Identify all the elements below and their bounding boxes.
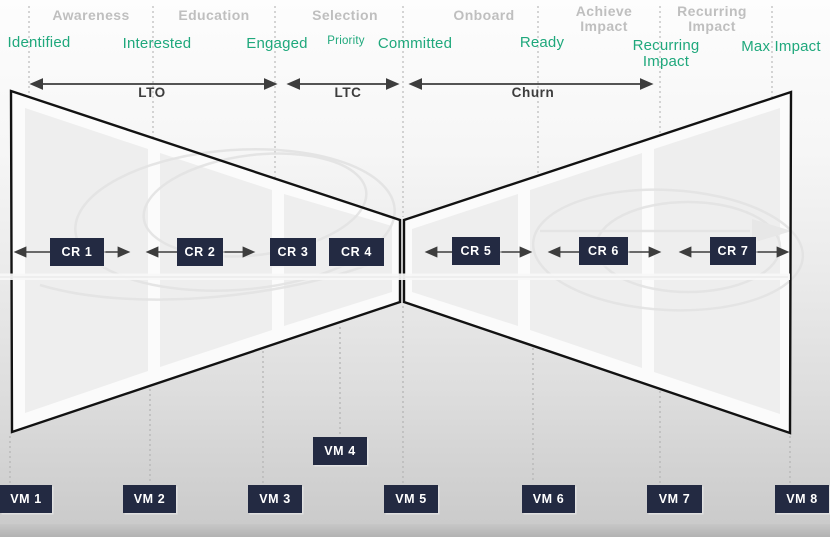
funnel-panes bbox=[25, 108, 780, 414]
cr-box-1: CR 1 bbox=[50, 238, 104, 266]
cr-box-3: CR 3 bbox=[270, 238, 316, 266]
milestone-interested: Interested bbox=[122, 35, 192, 52]
milestone-engaged: Engaged bbox=[246, 35, 308, 52]
stage-label-recurring-impact: Recurring Impact bbox=[677, 3, 747, 34]
bottom-edge-strip bbox=[0, 524, 830, 537]
span-label-ltc: LTC bbox=[334, 85, 362, 100]
milestone-identified: Identified bbox=[7, 34, 71, 51]
span-label-churn: Churn bbox=[511, 85, 555, 100]
vm-connector-dotted-lines bbox=[9, 306, 791, 483]
milestone-recurring-impact: Recurring Impact bbox=[632, 37, 700, 70]
vm-box-3: VM 3 bbox=[248, 485, 302, 513]
stage-label-education: Education bbox=[178, 7, 250, 23]
cr-box-4: CR 4 bbox=[329, 238, 384, 266]
cr-box-5: CR 5 bbox=[452, 237, 500, 265]
doodle-arrowhead bbox=[752, 219, 792, 243]
milestone-committed: Committed bbox=[377, 35, 453, 52]
milestone-priority: Priority bbox=[327, 35, 365, 47]
milestone-ready: Ready bbox=[519, 34, 565, 51]
vm-box-6: VM 6 bbox=[522, 485, 575, 513]
stage-label-awareness: Awareness bbox=[52, 7, 130, 23]
vm-box-1: VM 1 bbox=[0, 485, 52, 513]
stage-label-onboard: Onboard bbox=[453, 7, 515, 23]
stage-boundary-dotted-lines-top bbox=[28, 6, 773, 217]
cr-box-6: CR 6 bbox=[579, 237, 628, 265]
vm-box-8: VM 8 bbox=[775, 485, 829, 513]
vm-box-2: VM 2 bbox=[123, 485, 176, 513]
cr-box-2: CR 2 bbox=[177, 238, 223, 266]
cr-box-7: CR 7 bbox=[710, 237, 756, 265]
stage-label-achieve-impact: Achieve Impact bbox=[575, 3, 633, 34]
span-label-lto: LTO bbox=[138, 85, 166, 100]
vm-box-4: VM 4 bbox=[313, 437, 367, 465]
vm-box-7: VM 7 bbox=[647, 485, 702, 513]
stage-label-selection: Selection bbox=[312, 7, 378, 23]
background-doodles bbox=[39, 148, 805, 312]
vm-box-5: VM 5 bbox=[384, 485, 438, 513]
horizontal-band-doodle bbox=[0, 273, 790, 280]
milestone-max-impact: Max Impact bbox=[741, 38, 821, 55]
